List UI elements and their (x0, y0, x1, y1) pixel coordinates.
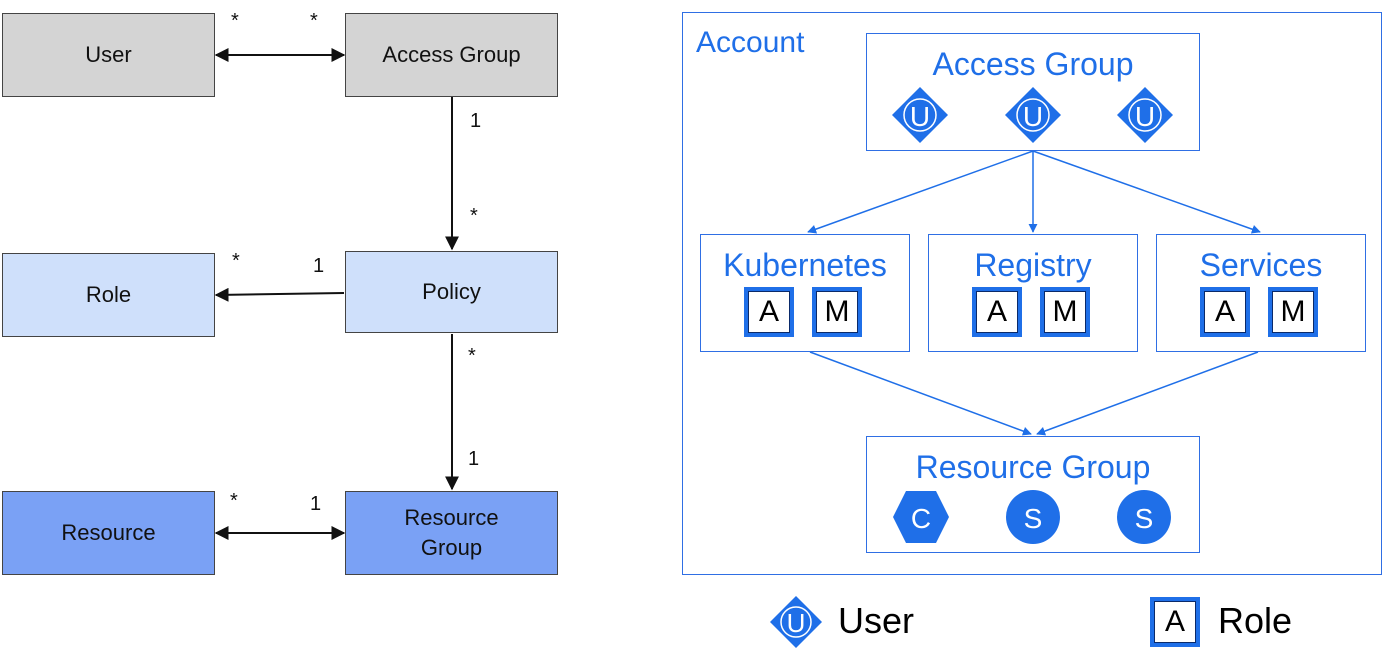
policy-panel-kubernetes: Kubernetes A M (700, 234, 910, 352)
multiplicity-role: * (232, 250, 240, 272)
kubernetes-to-rg-link (809, 351, 1032, 436)
policy-panel-services: Services A M (1156, 234, 1366, 352)
multiplicity-access-group-policy-top: 1 (470, 110, 482, 132)
access-group-panel-title: Access Group (932, 46, 1134, 82)
user-box: User (2, 13, 215, 97)
service-icon-label: S (1024, 503, 1043, 534)
role-label: Role (85, 282, 132, 307)
policy-panel-title: Kubernetes (723, 247, 887, 283)
ag-to-kubernetes-link (807, 150, 1034, 234)
resource-group-label-line1: Resource (404, 505, 499, 530)
role-icon: A (972, 287, 1022, 337)
access-group-box: Access Group (345, 13, 558, 97)
role-icon: A (1200, 287, 1250, 337)
policy-panel-title: Services (1199, 247, 1323, 283)
multiplicity-policy-rg-bottom: 1 (468, 448, 480, 470)
role-icon: A (744, 287, 794, 337)
user-icon: U (892, 87, 948, 143)
service-icon: S (1006, 490, 1060, 544)
multiplicity-access-group: * (310, 10, 318, 32)
account-label: Account (696, 26, 805, 59)
model-connectors (214, 48, 459, 540)
policy-role-link (214, 287, 345, 302)
role-box: Role (2, 253, 215, 337)
multiplicity-rg-resource: 1 (310, 493, 322, 515)
policy-panel-title: Registry (974, 247, 1092, 283)
user-icon-label: U (910, 101, 930, 132)
service-icon: S (1117, 490, 1171, 544)
role-icon: M (812, 287, 862, 337)
resource-label: Resource (61, 520, 156, 545)
role-icon: M (1040, 287, 1090, 337)
resource-box: Resource (2, 491, 215, 575)
multiplicity-resource: * (230, 490, 238, 512)
policy-box: Policy (345, 251, 558, 333)
user-icon-label: U (1023, 101, 1043, 132)
access-group-label: Access Group (382, 42, 521, 67)
services-to-rg-link (1036, 351, 1259, 436)
legend-user-icon-label: U (787, 608, 806, 638)
ag-to-services-link (1032, 150, 1261, 234)
container-icon-label: C (911, 503, 931, 534)
legend-role-text: Role (1218, 600, 1293, 641)
multiplicity-access-group-policy-bottom: * (470, 205, 478, 227)
role-icon: M (1268, 287, 1318, 337)
multiplicity-user: * (231, 10, 239, 32)
user-icon: U (1117, 87, 1173, 143)
multiplicity-policy-rg-top: * (468, 345, 476, 367)
user-icon-label: U (1135, 101, 1155, 132)
legend-role-icon: A (1150, 597, 1200, 647)
user-label: User (85, 42, 132, 67)
service-icon-label: S (1135, 503, 1154, 534)
multiplicity-policy-role: 1 (313, 255, 325, 277)
resource-group-box: Resource Group (345, 491, 558, 575)
policy-panel-registry: Registry A M (928, 234, 1138, 352)
legend-user-text: User (838, 600, 915, 641)
policy-label: Policy (422, 279, 481, 304)
resource-group-label-line2: Group (420, 535, 483, 560)
legend-user-icon: U (770, 596, 822, 648)
user-icon: U (1005, 87, 1061, 143)
container-icon: C (893, 491, 949, 543)
resource-group-panel-title: Resource Group (915, 449, 1151, 485)
